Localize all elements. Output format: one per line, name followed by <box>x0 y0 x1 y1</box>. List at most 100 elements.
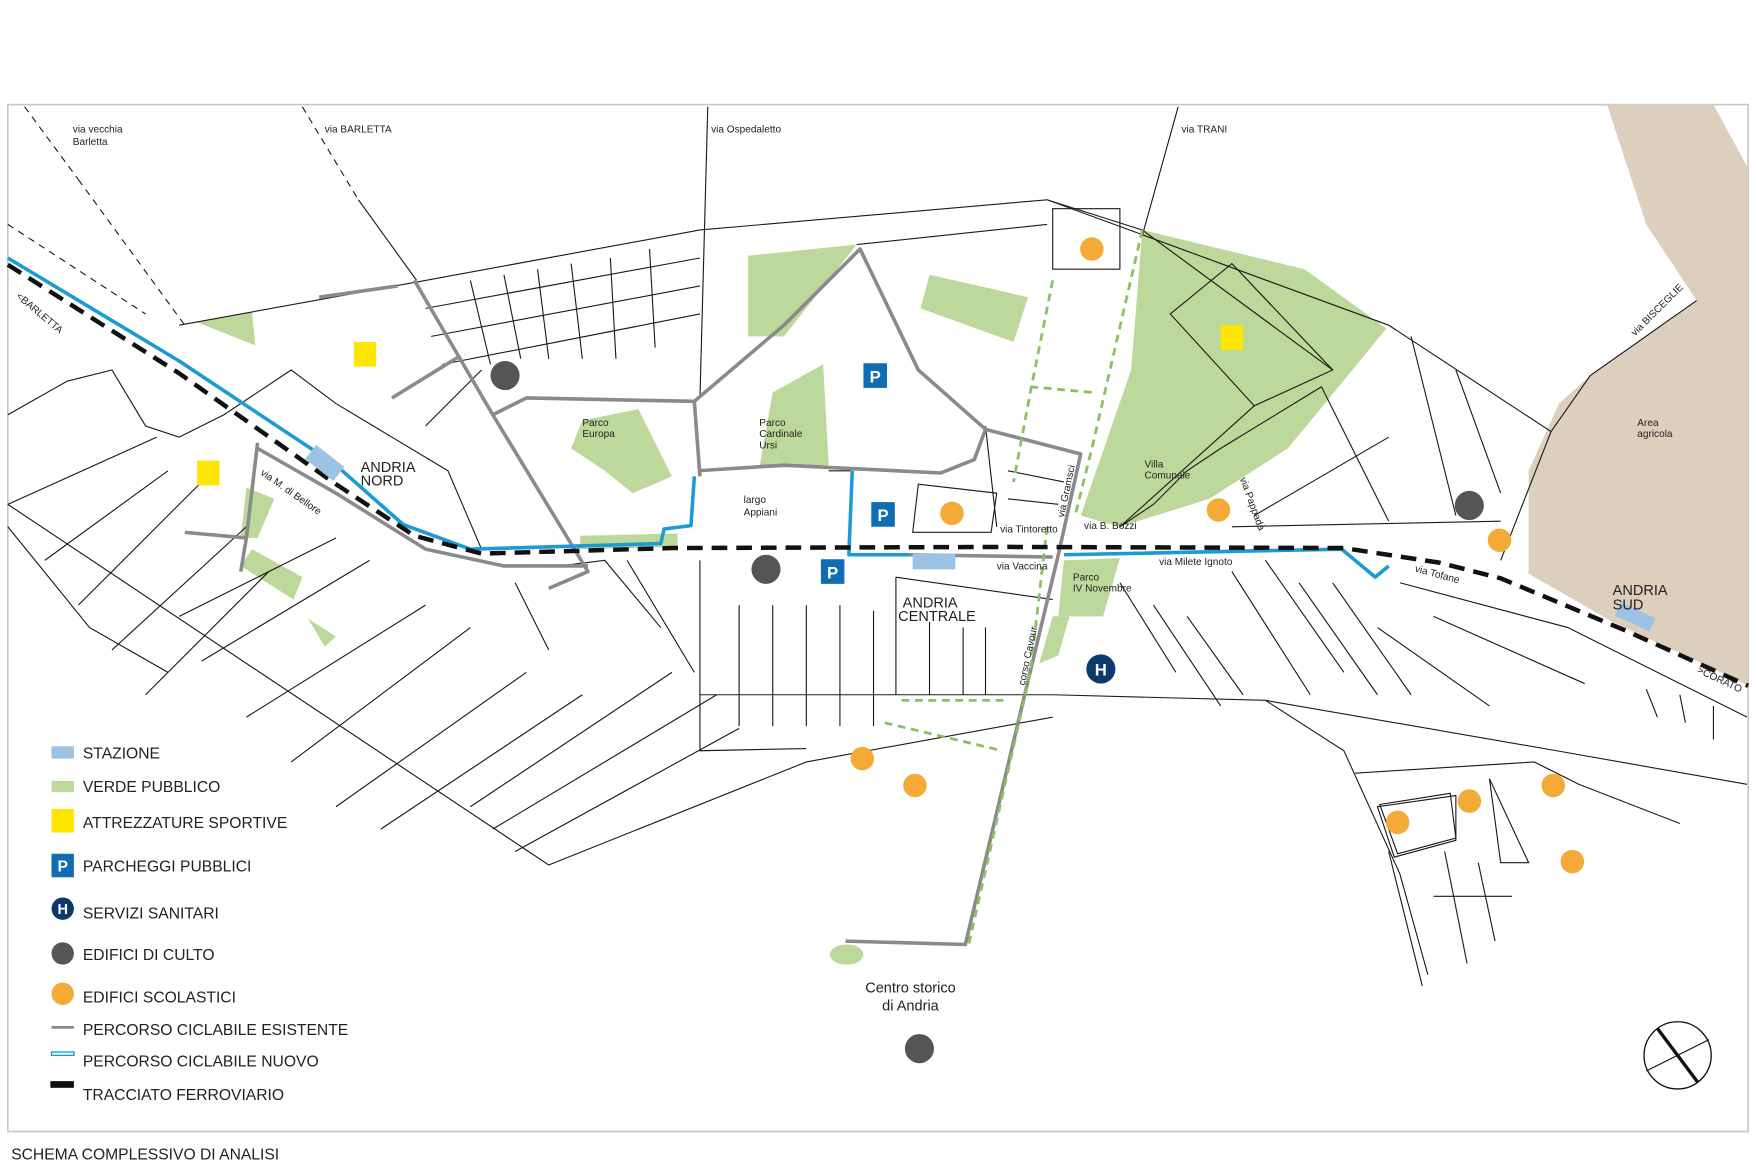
map-mark <box>1206 498 1231 522</box>
map-mark: P <box>57 859 67 876</box>
map-mark <box>1073 229 1144 516</box>
map-mark <box>850 746 875 771</box>
map-mark <box>195 311 256 346</box>
station-andria-nord[interactable] <box>305 444 345 482</box>
public-green-areas <box>195 229 1387 965</box>
map-mark: ANDRIA <box>903 595 958 611</box>
map-mark: H <box>57 902 68 918</box>
map-mark: IV Novembre <box>1073 584 1132 595</box>
legend-label: PERCORSO CICLABILE NUOVO <box>83 1054 319 1071</box>
map-mark: Parco <box>582 418 609 429</box>
map-mark <box>895 576 1053 695</box>
parking-icon: P <box>51 853 74 878</box>
worship-building-markers <box>490 361 1484 1064</box>
map-mark <box>871 502 895 527</box>
map-mark <box>391 355 461 400</box>
map-mark <box>940 501 964 526</box>
map-mark: Parco <box>1073 573 1100 584</box>
map-mark <box>1080 229 1387 527</box>
map-mark: via Vaccina <box>997 561 1048 572</box>
map-mark <box>357 199 418 281</box>
map-mark <box>307 618 336 647</box>
map-mark: Comunale <box>1145 471 1191 482</box>
map-mark <box>256 446 588 568</box>
map-mark <box>1645 1039 1710 1072</box>
map-mark: CENTRALE <box>898 609 976 625</box>
place-labels: Parco Europa Parco Cardinale Ursi largo … <box>361 418 1673 1015</box>
map-mark: P <box>877 506 888 525</box>
map-caption: SCHEMA COMPLESSIVO DI ANALISI <box>11 1147 279 1164</box>
map-mark <box>1119 560 1412 707</box>
map-mark <box>470 671 740 853</box>
map-mark <box>425 369 1065 527</box>
existing-cycle-paths <box>184 247 1083 947</box>
map-mark <box>514 559 695 673</box>
map-mark: ANDRIA <box>361 460 416 476</box>
map-mark <box>1378 792 1457 855</box>
map-mark <box>318 279 590 591</box>
map-mark: via B. Bozzi <box>1084 521 1137 532</box>
hospital-icon: H <box>51 897 74 920</box>
map-mark <box>1046 199 1552 433</box>
map-mark <box>1265 699 1748 785</box>
legend-label: STAZIONE <box>83 746 160 763</box>
streets <box>7 106 1748 987</box>
worship-icon <box>51 942 74 965</box>
map-mark <box>353 341 377 367</box>
map-mark <box>425 257 701 365</box>
map-mark <box>1454 490 1484 521</box>
sports-facilities <box>197 325 1244 486</box>
map-mark <box>1220 336 1502 528</box>
map-mark <box>759 364 829 469</box>
map-mark: Centro storico <box>865 981 956 997</box>
legend: STAZIONE VERDE PUBBLICO ATTREZZATURE SPO… <box>50 746 348 1104</box>
station-andria-centrale[interactable] <box>912 553 956 570</box>
map-mark: via Milete Ignoto <box>1159 557 1233 568</box>
legend-label: ATTREZZATURE SPORTIVE <box>83 815 287 832</box>
map-mark <box>1541 773 1566 798</box>
map-mark: via TRANI <box>1181 125 1227 136</box>
railway-line <box>6 262 1750 688</box>
map-mark <box>178 537 583 830</box>
map-mark: via Tintoretto <box>1000 524 1058 535</box>
map-mark <box>884 698 1008 753</box>
map-mark <box>490 361 520 391</box>
legend-label: SERVIZI SANITARI <box>83 906 219 923</box>
map-mark: Villa <box>1145 459 1164 470</box>
map-mark <box>1039 616 1070 664</box>
map-mark <box>24 106 79 180</box>
map-mark <box>51 853 74 878</box>
map-mark: di Andria <box>882 999 940 1015</box>
map-mark <box>1063 547 1390 579</box>
map-mark <box>1052 208 1121 270</box>
map-mark: SUD <box>1613 598 1644 614</box>
map-mark <box>1645 688 1715 740</box>
map-mark <box>1119 229 1334 528</box>
map-mark <box>748 244 857 337</box>
map-mark: Appiani <box>744 508 778 519</box>
map-mark <box>856 223 1048 246</box>
map-mark <box>1388 851 1512 987</box>
map-mark <box>903 773 927 798</box>
map-mark: Ursi <box>759 440 777 451</box>
legend-label: EDIFICI SCOLASTICI <box>83 990 236 1007</box>
map-mark <box>7 369 483 550</box>
legend-label: PARCHEGGI PUBBLICI <box>83 859 251 876</box>
map-mark <box>920 274 1029 342</box>
station-andria-sud[interactable] <box>1614 602 1656 632</box>
north-arrow-icon <box>1643 1021 1712 1090</box>
map-mark <box>184 442 260 572</box>
map-mark <box>1457 789 1482 813</box>
map-mark <box>1220 325 1244 350</box>
map-mark <box>571 409 672 494</box>
map-mark <box>699 560 1053 752</box>
map-mark <box>7 436 270 696</box>
legend-label: EDIFICI DI CULTO <box>83 947 215 964</box>
map-mark: P <box>827 563 838 582</box>
map-mark: largo <box>744 495 767 506</box>
map-mark <box>77 179 186 326</box>
legend-swatch-station <box>51 746 74 759</box>
map-mark <box>301 106 359 201</box>
map-mark: agricola <box>1637 429 1673 440</box>
